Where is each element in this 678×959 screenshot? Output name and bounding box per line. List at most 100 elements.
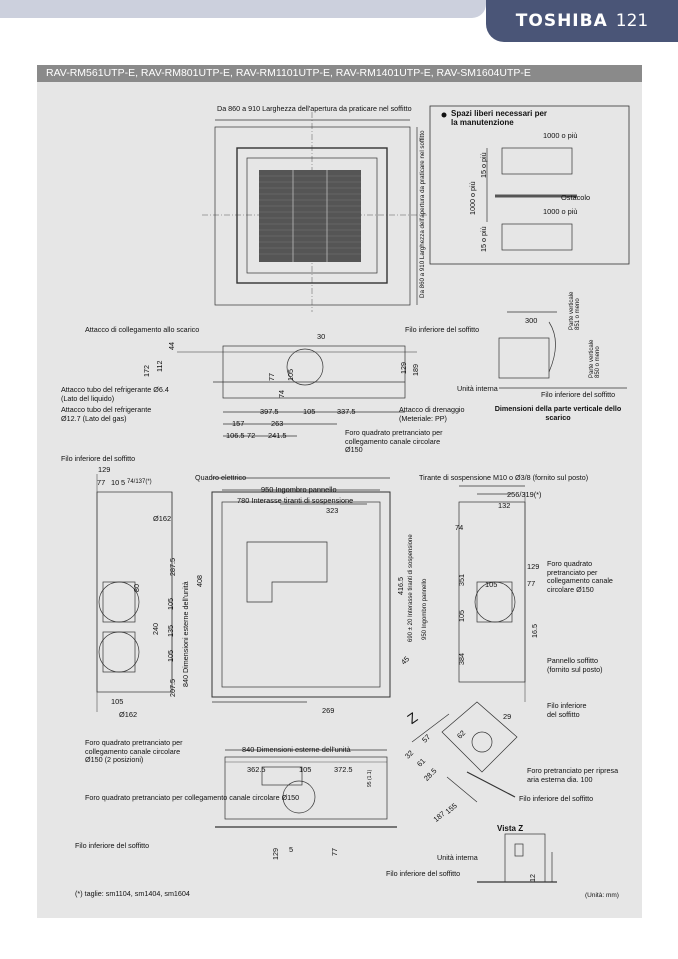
top-view-outline bbox=[214, 126, 411, 306]
front-dim-5: 5 bbox=[289, 845, 294, 854]
plan-ceiling-line-label: Filo inferiore del soffitto bbox=[61, 454, 136, 463]
liquid-pipe-label: Attacco tubo del refrigerante Ø6.4 (Lato… bbox=[61, 385, 169, 403]
rod-spacing-label: 780 Interasse tiranti di sospensione bbox=[237, 496, 354, 505]
dim-77: 77 bbox=[267, 373, 276, 381]
z-ceiling-line-label: Filo inferiore del soffitto bbox=[519, 794, 594, 803]
side-duct-hole-label: Foro quadrato pretranciato per collegame… bbox=[345, 428, 443, 454]
view-z-ceiling-line: Filo inferiore del soffitto bbox=[386, 869, 461, 878]
view-z-title: Vista Z bbox=[497, 824, 524, 833]
plan-dim-2875: 287.5 bbox=[168, 558, 177, 576]
front-width-label: 840 Dimensioni esterne dell'unità bbox=[242, 745, 351, 754]
plan-dim-105d: 105 bbox=[457, 610, 466, 622]
plan-dim-840: 840 Dimensioni esterne dell'unità bbox=[181, 581, 190, 687]
plan-dim-323: 323 bbox=[326, 506, 339, 515]
z-detail-body bbox=[441, 701, 518, 773]
plan-dim-80: 80 bbox=[132, 584, 141, 592]
plan-dim-240: 240 bbox=[151, 623, 160, 635]
plan-dim-4165: 416.5 bbox=[396, 577, 405, 595]
plan-dim-165: 16.5 bbox=[530, 624, 539, 638]
page-number: 121 bbox=[615, 11, 649, 31]
front-dim-77: 77 bbox=[330, 848, 339, 856]
drain-detail-unit bbox=[498, 337, 550, 379]
plan-dim-105a: 105 bbox=[166, 598, 175, 610]
drawing-linework bbox=[96, 105, 630, 883]
plan-dim-950v: 950 Ingombro pannello bbox=[422, 578, 428, 640]
plan-dim-105b: 105 bbox=[166, 650, 175, 662]
panel-size-label: 950 Ingombro pannello bbox=[261, 485, 337, 494]
front-dim-129: 129 bbox=[271, 848, 280, 860]
plan-dim-269: 269 bbox=[322, 706, 335, 715]
front-duct-hole bbox=[261, 766, 303, 786]
maint-unit-top bbox=[501, 147, 573, 175]
dim-44: 44 bbox=[167, 342, 176, 350]
left-duct-hole-upper bbox=[102, 581, 136, 623]
plan-dim-29: 29 bbox=[503, 712, 512, 721]
plan-dim-690: 690 ± 20 Interasse tiranti di sospension… bbox=[408, 534, 414, 642]
view-z-indoor-unit: Unità interna bbox=[437, 853, 478, 862]
right-duct-hole-label: Foro quadrato pretranciato per collegame… bbox=[547, 559, 613, 594]
plan-dim-129b: 129 bbox=[527, 562, 540, 571]
right-ceiling-line-label: Filo inferiore del soffitto bbox=[547, 701, 587, 719]
plan-dim-5: 5 bbox=[121, 478, 126, 487]
maintenance-title: Spazi liberi necessari per la manutenzio… bbox=[451, 109, 548, 127]
hanging-rod-label: Tirante di sospensione M10 o Ø3/8 (forni… bbox=[419, 473, 589, 482]
model-title-bar: RAV-RM561UTP-E, RAV-RM801UTP-E, RAV-RM11… bbox=[37, 65, 642, 82]
plan-dim-77: 77 bbox=[97, 478, 106, 487]
drain-300: 300 bbox=[525, 316, 538, 325]
maint-15-top: 15 o più bbox=[479, 152, 488, 178]
front-dim-95: 95 (1.1) bbox=[367, 769, 373, 787]
drainage-label: Attacco di drenaggio (Meteriale: PP) bbox=[399, 405, 465, 423]
dim-105b: 105 bbox=[303, 407, 316, 416]
left-duct-hole-lower bbox=[102, 631, 136, 673]
front-duct-hole-label: Foro quadrato pretranciato per collegame… bbox=[85, 793, 300, 802]
dim-30: 30 bbox=[317, 332, 326, 341]
plan-dim-135: 135 bbox=[166, 625, 175, 637]
top-view-grille bbox=[259, 170, 361, 262]
dim-72: 72 bbox=[247, 431, 256, 440]
plan-dim-408: 408 bbox=[195, 575, 204, 587]
dim-263: 263 bbox=[271, 419, 284, 428]
drain-ceiling-line: Filo inferiore del soffitto bbox=[541, 390, 616, 399]
side-ceiling-line-label: Filo inferiore del soffitto bbox=[405, 325, 480, 334]
front-dim-105: 105 bbox=[299, 765, 312, 774]
plan-dim-256-319: 256/319(*) bbox=[507, 490, 542, 499]
plan-dim-10: 10 bbox=[111, 478, 120, 487]
plan-dim-105c: 105 bbox=[485, 580, 498, 589]
maint-1000-bottom: 1000 o più bbox=[543, 207, 578, 216]
ceiling-panel-label: Pannello soffitto (fornito sul posto) bbox=[547, 656, 603, 674]
dim-3375: 337.5 bbox=[337, 407, 356, 416]
drain-connection-label: Attacco di collegamento allo scarico bbox=[85, 325, 200, 334]
drain-detail-title: Dimensioni della parte verticale dello s… bbox=[494, 404, 622, 422]
dim-105a: 105 bbox=[286, 369, 295, 381]
plan-view-body bbox=[221, 501, 381, 688]
maintenance-box bbox=[429, 105, 630, 265]
technical-drawing: Da 860 a 910 Larghezza dell'apertura da … bbox=[37, 82, 642, 918]
plan-view-outline bbox=[211, 491, 391, 698]
plan-dim-2075: 207.5 bbox=[168, 679, 177, 697]
plan-dim-74-137: 74/137(*) bbox=[127, 479, 152, 485]
maint-obstacle: Ostacolo bbox=[561, 193, 591, 202]
left-duct-hole-label: Foro quadrato pretranciato per collegame… bbox=[85, 738, 183, 764]
dim-3975: 397.5 bbox=[260, 407, 279, 416]
electric-box-label: Quadro elettrico bbox=[195, 473, 247, 482]
drain-vertical-max: Parte verticale 851 o meno bbox=[569, 291, 581, 330]
maint-unit-bottom bbox=[501, 223, 573, 251]
brand-logo: TOSHIBA bbox=[515, 11, 608, 31]
units-note: (Unità: mm) bbox=[585, 892, 619, 899]
plan-dim-351: 351 bbox=[457, 574, 466, 586]
front-dim-3625: 362.5 bbox=[247, 765, 266, 774]
footnote: (*) taglie: sm1104, sm1404, sm1604 bbox=[75, 889, 190, 898]
front-view-unit bbox=[224, 756, 388, 820]
plan-dim-132: 132 bbox=[498, 501, 511, 510]
plan-dim-74: 74 bbox=[455, 523, 464, 532]
dim-157: 157 bbox=[232, 419, 245, 428]
dim-189: 189 bbox=[411, 364, 420, 376]
header-bar bbox=[0, 0, 470, 18]
drain-indoor-unit: Unità interna bbox=[457, 384, 498, 393]
drain-vertical-ok: Parte verticale 850 o meno bbox=[589, 339, 601, 378]
dim-172: 172 bbox=[142, 365, 151, 377]
maint-1000-top: 1000 o più bbox=[543, 131, 578, 140]
fresh-air-label: Foro pretranciato per ripresa aria ester… bbox=[527, 766, 619, 784]
top-height-label: Da 860 a 910 Larghezza dell'apertura da … bbox=[419, 130, 426, 298]
view-z-unit bbox=[504, 833, 546, 883]
